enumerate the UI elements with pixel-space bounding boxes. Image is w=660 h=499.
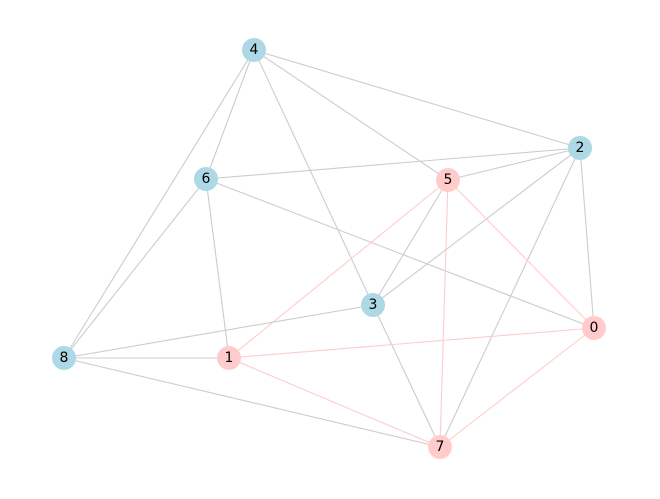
- edge-3-7: [372, 304, 441, 448]
- edge-0-7: [439, 327, 595, 448]
- edge-4-6: [205, 49, 255, 180]
- node-label-3: 3: [369, 297, 378, 313]
- edge-8-7: [63, 357, 441, 448]
- edge-1-7: [228, 357, 441, 448]
- node-circle-0: [582, 316, 606, 340]
- node-circle-1: [217, 346, 241, 370]
- node-label-8: 8: [60, 350, 69, 366]
- node-circle-7: [428, 435, 452, 459]
- edge-6-1: [205, 178, 230, 359]
- edge-5-7: [439, 179, 449, 448]
- edge-4-8: [63, 49, 255, 359]
- edge-4-2: [253, 49, 581, 149]
- node-3: 3: [361, 293, 385, 317]
- edge-5-0: [447, 179, 595, 329]
- edge-2-0: [579, 147, 595, 329]
- node-label-1: 1: [225, 350, 234, 366]
- node-2: 2: [568, 136, 592, 160]
- edge-2-3: [372, 147, 581, 306]
- edge-3-8: [63, 304, 374, 359]
- edge-2-7: [439, 147, 581, 448]
- node-circle-4: [242, 38, 266, 62]
- node-1: 1: [217, 346, 241, 370]
- node-label-2: 2: [576, 140, 585, 156]
- node-5: 5: [436, 168, 460, 192]
- edge-5-1: [228, 179, 449, 359]
- edge-4-3: [253, 49, 374, 306]
- edge-6-8: [63, 178, 207, 359]
- node-circle-8: [52, 346, 76, 370]
- node-label-6: 6: [202, 171, 211, 187]
- edge-1-0: [228, 327, 595, 359]
- edge-2-5: [447, 147, 581, 181]
- node-8: 8: [52, 346, 76, 370]
- node-label-0: 0: [590, 320, 599, 336]
- node-circle-6: [194, 167, 218, 191]
- nodes-layer: 0 1 2 3 4 5 6 7 8: [52, 38, 606, 459]
- edge-6-0: [205, 178, 595, 329]
- node-circle-5: [436, 168, 460, 192]
- node-0: 0: [582, 316, 606, 340]
- node-6: 6: [194, 167, 218, 191]
- node-label-7: 7: [436, 439, 445, 455]
- node-circle-2: [568, 136, 592, 160]
- edge-6-2: [205, 147, 581, 180]
- edges-layer: [63, 49, 595, 448]
- edge-4-5: [253, 49, 449, 181]
- node-circle-3: [361, 293, 385, 317]
- node-4: 4: [242, 38, 266, 62]
- node-label-5: 5: [444, 172, 453, 188]
- node-7: 7: [428, 435, 452, 459]
- edge-5-3: [372, 179, 449, 306]
- node-label-4: 4: [250, 42, 259, 58]
